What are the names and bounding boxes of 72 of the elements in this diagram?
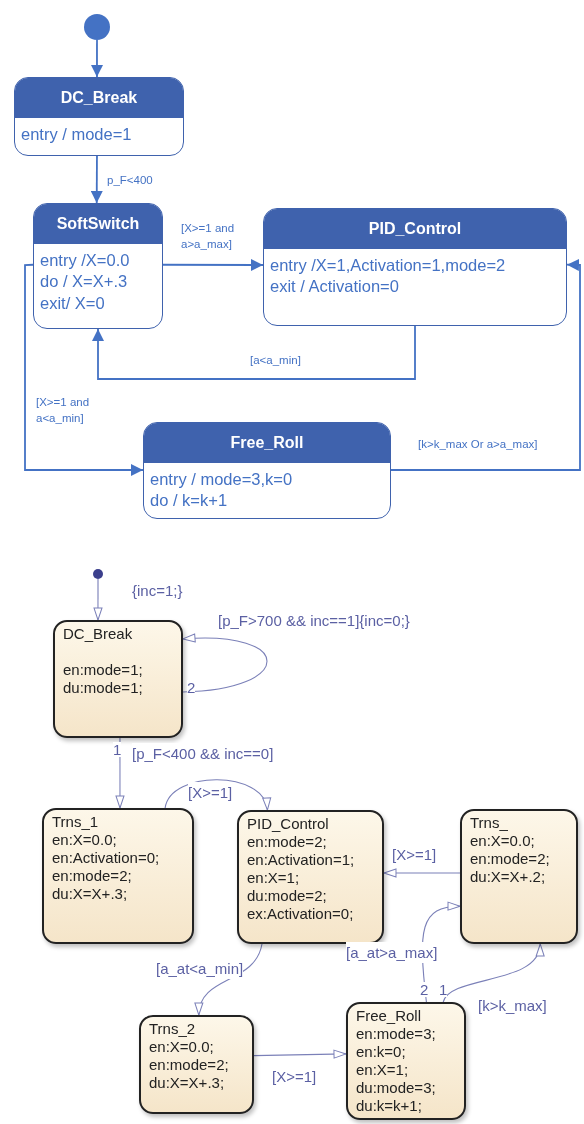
transition-arrow — [92, 325, 416, 380]
state-action: en:X=1; — [247, 869, 301, 887]
state-name: DC_Break — [63, 625, 134, 643]
state-action: du:mode=2; — [247, 887, 328, 905]
state-action: exit / Activation=0 — [270, 276, 400, 298]
edge-label: [a_at>a_max] — [346, 942, 438, 963]
state-action: du:k=k+1; — [356, 1097, 423, 1115]
state-name: PID_Control — [368, 220, 462, 238]
state-name: DC_Break — [60, 89, 138, 107]
edge-label: [X>=1] — [188, 782, 233, 803]
state-name: SoftSwitch — [56, 215, 140, 233]
state-action: en:X=0.0; — [149, 1038, 215, 1056]
state-action: en:mode=3; — [356, 1025, 437, 1043]
state-box — [42, 808, 194, 944]
priority-number: 2 — [187, 680, 196, 695]
initial-state-dot — [93, 569, 103, 579]
state-box — [33, 203, 163, 329]
state-action: en:k=0; — [356, 1043, 407, 1061]
transition-arrow — [24, 263, 144, 476]
state-action: du:mode=1; — [63, 679, 144, 697]
priority-number: 1 — [113, 742, 122, 757]
state-name: Free_Roll — [356, 1007, 423, 1025]
initial-state-dot — [84, 14, 110, 40]
state-box — [143, 422, 391, 519]
state-name: Free_Roll — [230, 434, 304, 452]
state-box — [53, 620, 183, 738]
priority-number: 2 — [420, 982, 429, 997]
state-action: en:mode=2; — [52, 867, 133, 885]
state-action: do / k=k+1 — [150, 490, 229, 512]
transition-arrow — [390, 258, 581, 471]
priority-number: 1 — [439, 982, 448, 997]
state-action: ex:Activation=0; — [247, 905, 355, 923]
transition-arrow — [93, 578, 103, 621]
state-box — [14, 77, 184, 156]
state-action: en:mode=2; — [470, 850, 551, 868]
state-action: entry / mode=1 — [21, 124, 133, 145]
state-action: en:mode=2; — [247, 833, 328, 851]
state-name: Trns_ — [470, 814, 509, 832]
state-action: en:Activation=0; — [52, 849, 161, 867]
transition-arrow — [195, 943, 263, 1016]
state-action: exit/ X=0 — [40, 292, 106, 314]
transition-arrow — [90, 155, 103, 204]
transition-arrow — [162, 258, 264, 271]
transition-arrow — [182, 634, 268, 693]
state-action: du:X=X+.3; — [52, 885, 129, 903]
transition-arrow — [383, 868, 461, 878]
state-action: du:X=X+.2; — [470, 868, 547, 886]
state-action: en:X=0.0; — [52, 831, 118, 849]
state-name: Trns_2 — [149, 1020, 197, 1038]
state-name: PID_Control — [247, 815, 330, 833]
state-action: en:mode=2; — [149, 1056, 230, 1074]
state-box — [346, 1002, 466, 1120]
transition-arrow — [115, 737, 125, 809]
state-box — [237, 810, 384, 944]
transition-arrow — [90, 39, 103, 78]
state-action: en:mode=1; — [63, 661, 144, 679]
state-action: du:mode=3; — [356, 1079, 437, 1097]
state-action: entry / mode=3,k=0 — [150, 469, 294, 490]
state-box — [139, 1015, 254, 1114]
state-name: Trns_1 — [52, 813, 100, 831]
state-box — [263, 208, 567, 326]
state-action: du:X=X+.3; — [149, 1074, 226, 1092]
state-action: en:X=0.0; — [470, 832, 536, 850]
state-action: do / X=X+.3 — [40, 271, 129, 293]
transition-arrow — [164, 779, 269, 811]
transition-arrow — [442, 943, 543, 1003]
state-box — [460, 809, 578, 944]
state-action: entry /X=1,Activation=1,mode=2 — [270, 255, 507, 276]
state-action: entry /X=0.0 — [40, 250, 131, 271]
state-action: en:X=1; — [356, 1061, 410, 1079]
state-action: en:Activation=1; — [247, 851, 356, 869]
transition-arrow — [253, 1049, 347, 1059]
